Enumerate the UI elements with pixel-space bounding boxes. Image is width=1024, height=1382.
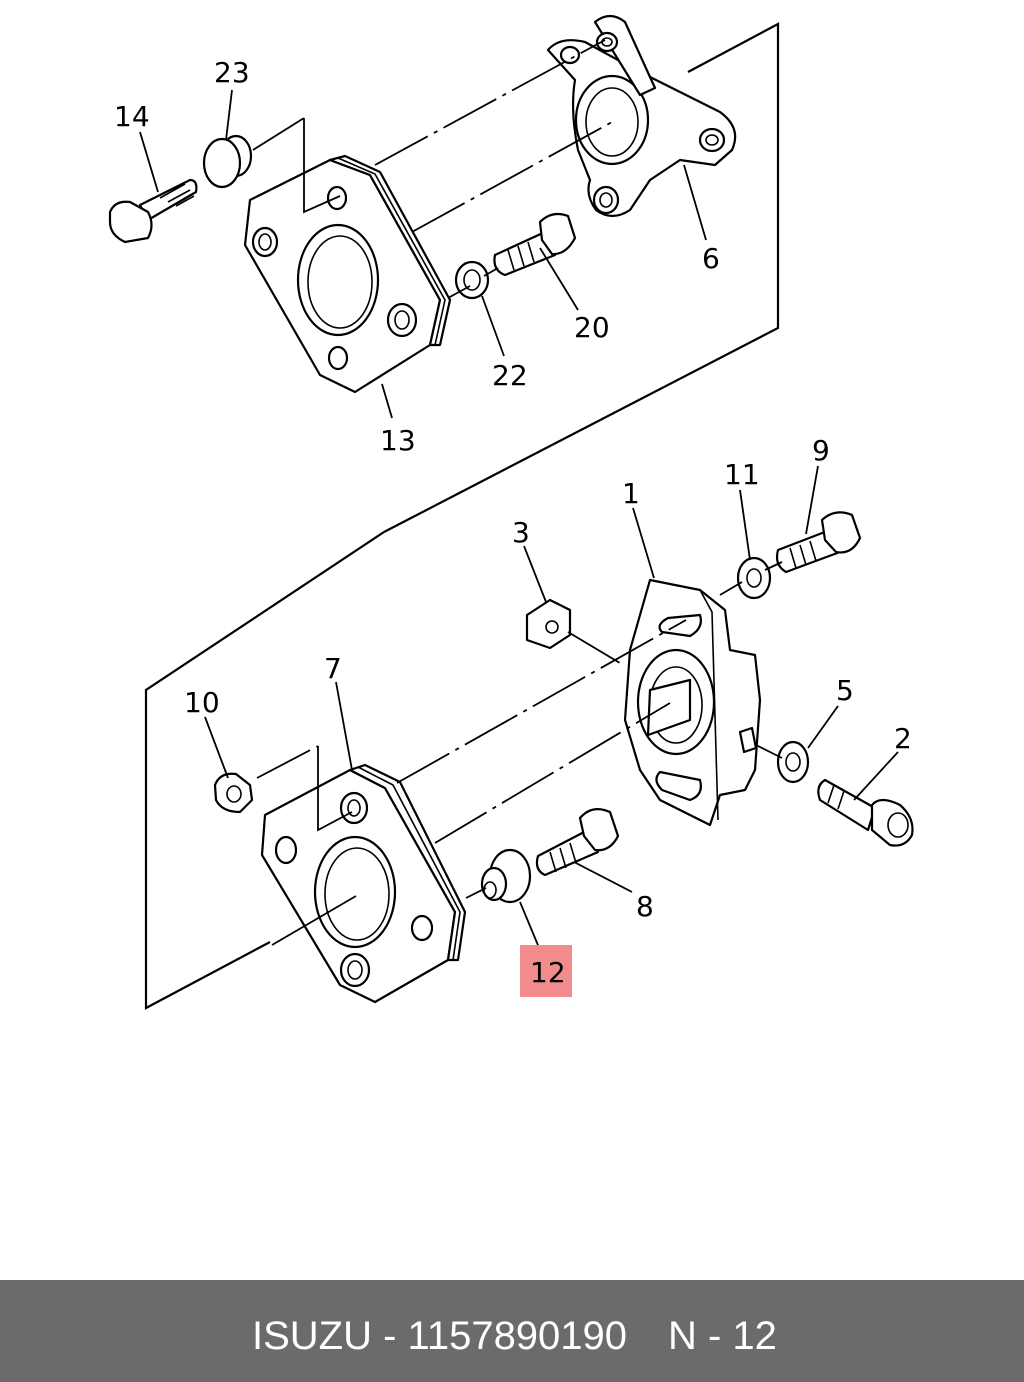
part-22-washer [454, 260, 490, 300]
part-12-link-line [271, 895, 357, 946]
label-8: 8 [636, 890, 654, 923]
label-12-highlighted: 12 [530, 956, 566, 989]
part-14-hex-bolt [108, 178, 198, 244]
part-8-bolt [535, 807, 620, 877]
part-10-link-line [317, 746, 353, 832]
label-13: 13 [380, 424, 416, 457]
label-6: 6 [702, 242, 720, 275]
label-1: 1 [622, 477, 640, 510]
part-10-hex-nut [213, 772, 254, 814]
part-1-throttle-housing [623, 578, 762, 827]
alignment-centerlines [252, 39, 783, 899]
part-23-link-line [303, 118, 341, 214]
label-22: 22 [492, 359, 528, 392]
label-7: 7 [324, 652, 342, 685]
highlight-box [520, 945, 572, 997]
part-9-bolt [775, 511, 862, 574]
part-20-bolt [493, 212, 577, 277]
diagram-reference: N - 12 [668, 1314, 777, 1358]
part-23-bushing [202, 134, 253, 189]
label-11: 11 [724, 458, 760, 491]
label-20: 20 [574, 311, 610, 344]
lower-assembly-bracket [144, 531, 385, 1010]
upper-assembly-bracket [383, 22, 780, 533]
label-14: 14 [114, 100, 150, 133]
brand-part-number: ISUZU - 1157890190 [252, 1314, 628, 1358]
part-12-bushing [480, 848, 532, 904]
label-2: 2 [894, 722, 912, 755]
part-11-washer [736, 556, 772, 600]
part-7-gasket-plate [260, 763, 467, 1004]
label-23: 23 [214, 56, 250, 89]
part-13-gasket-plate [243, 154, 452, 394]
label-3: 3 [512, 516, 530, 549]
leader-lines [139, 89, 899, 951]
footer-bar: ISUZU - 1157890190 N - 12 [0, 1280, 1024, 1382]
exploded-parts-diagram: 14 23 6 20 22 13 3 1 11 9 7 10 5 2 8 12 [108, 14, 914, 1010]
part-2-socket-bolt [817, 778, 914, 847]
part-6-mounting-bracket [546, 14, 737, 218]
label-9: 9 [812, 434, 830, 467]
part-3-square-nut [525, 598, 572, 650]
part-5-washer [776, 740, 810, 784]
label-10: 10 [184, 686, 220, 719]
label-5: 5 [836, 674, 854, 707]
